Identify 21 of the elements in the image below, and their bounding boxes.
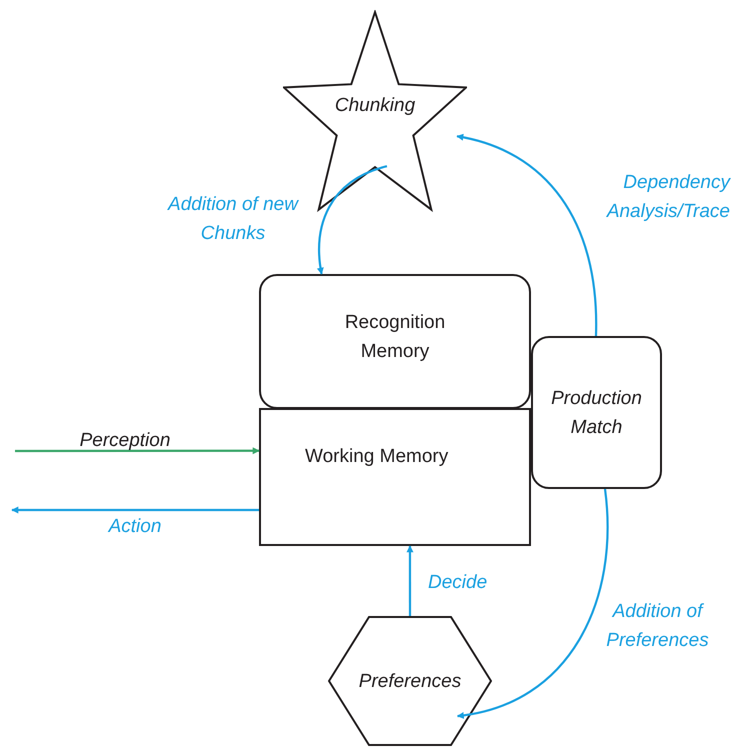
node-label: Recognition Memory (344, 311, 446, 364)
edge-label: Perception (78, 429, 172, 453)
edge-label: Dependency Analysis/Trace (605, 171, 730, 224)
arrow (317, 165, 388, 275)
edge-label: Addition of Preferences (605, 600, 710, 653)
hexagon-shape (328, 616, 492, 746)
node-label: Working Memory (305, 445, 448, 469)
edge-label: Action (106, 515, 162, 539)
node-label: Chunking (334, 94, 416, 118)
arrow (11, 506, 259, 514)
node-label: Production Match (550, 386, 643, 440)
edge-label: Addition of new Chunks (166, 193, 300, 246)
arrow (406, 545, 414, 616)
arrow (15, 447, 260, 454)
arrow (456, 134, 598, 336)
rounded-box (259, 274, 531, 409)
process-box (259, 408, 531, 546)
node-label: Preferences (358, 670, 462, 694)
arrow (456, 488, 608, 718)
edge-label: Decide (428, 571, 488, 595)
rounded-box (531, 336, 662, 489)
